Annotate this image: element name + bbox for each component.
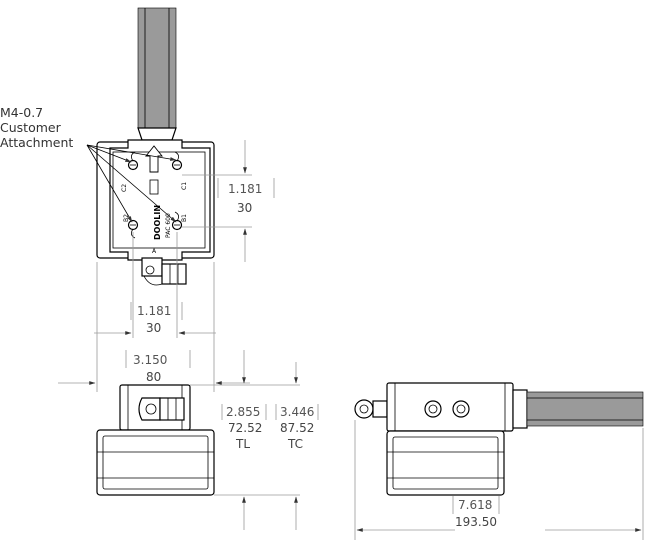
front-fitting [138,397,185,421]
dim-length-mm: 193.50 [455,515,497,529]
port-label-a: A [152,248,157,255]
callout-thread-spec: M4-0.7 [0,105,43,120]
port-label-c2: C2 [121,184,128,192]
top-view: C2 C1 B2 B1 A DOOLIN PAC 600 [86,7,215,286]
callout-line-customer: Customer [0,120,62,135]
dim-tl-tag: TL [235,437,250,451]
side-base-block [386,430,505,496]
callout-leaders [86,144,177,223]
port-label-c1: C1 [181,182,188,190]
dim-heights: 2.855 3.446 72.52 87.52 TL TC [190,350,319,530]
dim-hole-spacing-vertical: 1.181 30 [182,140,275,262]
dim-tc-inches: 3.446 [280,405,314,419]
mount-hole-b1 [171,219,183,231]
dim-vertical-mm: 30 [237,201,252,215]
callout-line-attachment: Attachment [0,135,73,150]
dim-tc-tag: TC [287,437,303,451]
dim-tl-inches: 2.855 [226,405,260,419]
customer-attachment-callout: M4-0.7 Customer Attachment [0,105,73,150]
front-base-block [96,429,215,496]
top-antenna [137,7,177,129]
front-view [96,384,215,496]
port-label-b2: B2 [123,214,130,222]
dim-width-mm: 80 [146,370,161,384]
side-antenna-housing [512,389,528,429]
brand-logo-text: DOOLIN [153,205,162,240]
dim-overall-length: 7.618 193.50 [354,420,644,540]
port-label-b1: B1 [181,214,188,222]
side-antenna [526,391,644,427]
flow-arrow-icon [145,145,163,173]
top-antenna-neck [137,127,177,141]
dim-body-width: 3.150 80 [58,262,250,392]
side-upper-block [386,382,514,432]
dim-horizontal-inches: 1.181 [137,304,171,318]
mount-hole-b2 [127,219,139,231]
top-valve-plate [109,139,211,261]
side-port-1 [424,400,442,418]
side-view [354,382,644,496]
dim-tc-mm: 87.52 [280,421,314,435]
dim-length-inches: 7.618 [458,498,492,512]
model-text: PAC 600 [165,213,172,238]
dim-horizontal-mm: 30 [146,321,161,335]
side-ring-fitting [354,399,388,419]
dim-width-inches: 3.150 [133,353,167,367]
dim-tl-mm: 72.52 [228,421,262,435]
dim-hole-spacing-horizontal: 1.181 30 [94,232,216,338]
top-elbow-fitting [141,257,187,286]
dim-vertical-inches: 1.181 [228,182,262,196]
mount-hole-c1 [171,159,183,171]
side-port-2 [452,400,470,418]
